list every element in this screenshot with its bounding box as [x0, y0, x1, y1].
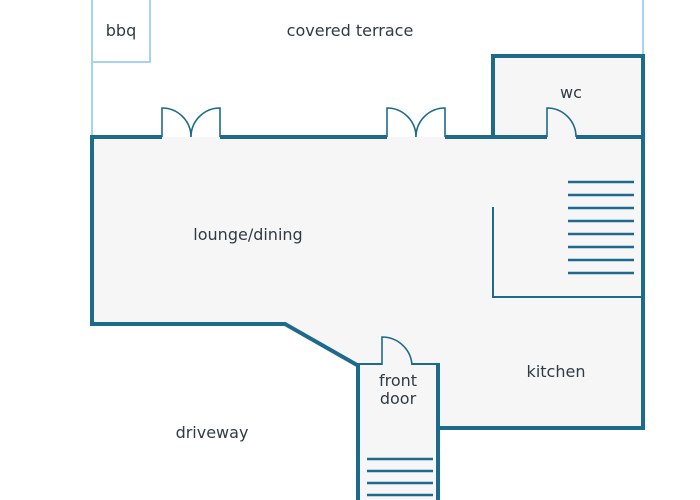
label-kitchen: kitchen	[527, 362, 586, 381]
entry-floor	[358, 365, 438, 500]
entry-stairs	[367, 457, 433, 497]
interior-stairs	[568, 180, 634, 275]
label-driveway: driveway	[176, 423, 249, 442]
terrace-outline	[91, 0, 644, 137]
label-bbq: bbq	[106, 21, 136, 40]
label-covered-terrace: covered terrace	[287, 21, 414, 40]
label-wc: wc	[560, 83, 582, 102]
kitchen-partition	[492, 207, 643, 298]
terrace-door-right	[386, 107, 446, 138]
label-front-door-line1: front	[379, 371, 417, 390]
wc-door	[546, 107, 577, 138]
front-door	[381, 336, 413, 366]
label-front-door-line2: door	[380, 389, 417, 408]
label-lounge-dining: lounge/dining	[193, 225, 302, 244]
terrace-door-left	[161, 107, 221, 138]
